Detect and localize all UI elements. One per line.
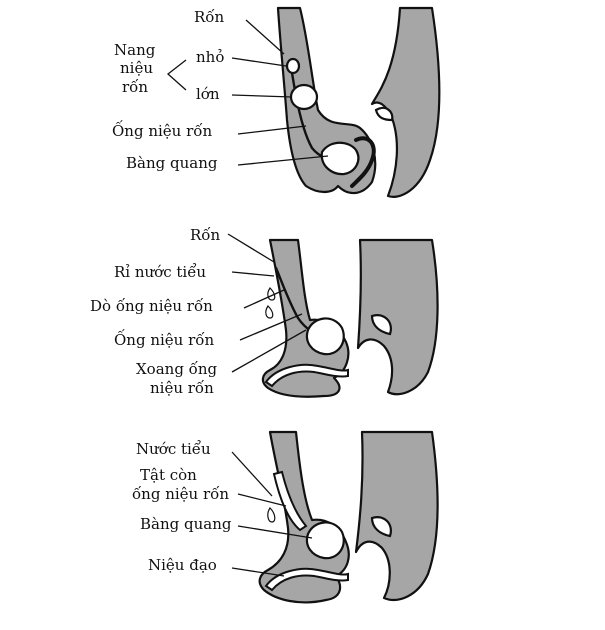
panel-1-label-large: lớn (196, 85, 220, 103)
panel-2-leader-umbilicus (227, 233, 275, 263)
panel-2-bladder (305, 317, 345, 356)
panel-2-notch (370, 314, 392, 336)
panel-3-leader-bladder (237, 525, 313, 539)
panel-1-label-small: nhỏ (196, 48, 224, 66)
panel-1-leader-umbilicus (245, 19, 285, 55)
panel-2-label-sinus-2: niệu rốn (150, 379, 214, 397)
panel-2-label-umbilicus: Rốn (190, 226, 220, 244)
panel-3-leader-patent (237, 493, 287, 507)
panel-3-label-urethra: Niệu đạo (148, 556, 217, 574)
panel-2-posterior-wall (356, 238, 439, 396)
panel-3-label-urine: Nước tiểu (136, 440, 211, 458)
panel-1-cyst-brace (166, 59, 187, 91)
panel-3-leader-urine (231, 451, 273, 497)
panel-1-label-cyst-2: niệu (120, 59, 153, 77)
panel-3-patent-duct (272, 470, 308, 532)
panel-1-large-cyst (289, 83, 319, 111)
panel-1-bladder (320, 141, 360, 176)
panel-3-urethra (264, 567, 349, 592)
panel-1-label-cyst-3: rốn (122, 78, 148, 96)
panel-2-urachal-fistula-sinus: Rốn Rỉ nước tiểu Dò ống niệu rốn Ống niệ… (90, 226, 439, 398)
panel-1-label-umbilicus: Rốn (194, 8, 224, 26)
panel-3-leader-urethra (231, 567, 285, 577)
panel-3-label-bladder: Bàng quang (140, 515, 232, 533)
panel-1-label-bladder: Bàng quang (126, 154, 218, 172)
panel-1-notch (374, 106, 394, 122)
panel-2-leader-urachus (239, 313, 303, 341)
panel-2-label-urachus: Ống niệu rốn (114, 329, 214, 349)
panel-2-leader-sinus (231, 329, 307, 373)
panel-1-label-cyst-1: Nang (114, 41, 156, 59)
panel-3-posterior-wall (354, 430, 439, 601)
panel-3-label-patent-2: ống niệu rốn (132, 485, 229, 503)
panel-2-leader-urine-leak (231, 271, 275, 277)
panel-1-posterior-wall (370, 6, 441, 198)
panel-1-small-cyst (285, 57, 301, 75)
panel-3-notch (370, 516, 392, 538)
panel-2-urine-drip-2 (265, 305, 274, 319)
panel-2-label-sinus-1: Xoang ống (136, 360, 218, 378)
panel-1-leader-bladder (237, 155, 329, 166)
panel-2-body-wall (261, 238, 350, 398)
panel-2-label-urine-leak: Rỉ nước tiểu (114, 263, 206, 281)
panel-1-leader-urachus (237, 125, 307, 135)
panel-3-bladder (305, 521, 345, 560)
panel-1-urachal-cysts: Rốn Nang niệu rốn nhỏ lớn Ống niệu rốn B… (112, 6, 441, 198)
panel-1-leader-large (231, 94, 293, 98)
panel-2-leader-fistula (243, 289, 285, 309)
panel-3-patent-urachus: Nước tiểu Tật còn ống niệu rốn Bàng quan… (132, 430, 439, 604)
panel-3-label-patent-1: Tật còn (140, 466, 197, 484)
panel-1-label-urachus: Ống niệu rốn (112, 120, 212, 140)
panel-3-urine-drip (267, 507, 276, 523)
panel-2-label-fistula: Dò ống niệu rốn (90, 297, 213, 315)
panel-1-urethra (350, 136, 376, 188)
panel-1-leader-small (231, 57, 287, 67)
panel-2-urethra (264, 363, 349, 388)
